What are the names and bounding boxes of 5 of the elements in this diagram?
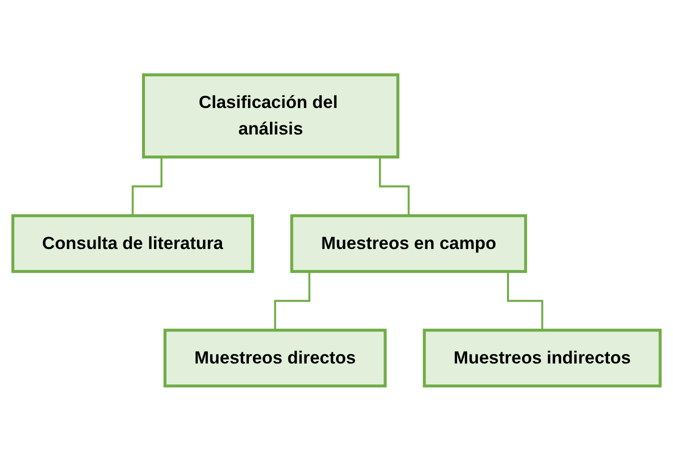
node-box: Clasificación del análisis <box>142 73 400 159</box>
node-box: Muestreos en campo <box>290 214 528 274</box>
node-box: Consulta de literatura <box>11 214 254 274</box>
node-box: Muestreos indirectos <box>422 328 662 388</box>
node-box: Muestreos directos <box>164 328 387 388</box>
